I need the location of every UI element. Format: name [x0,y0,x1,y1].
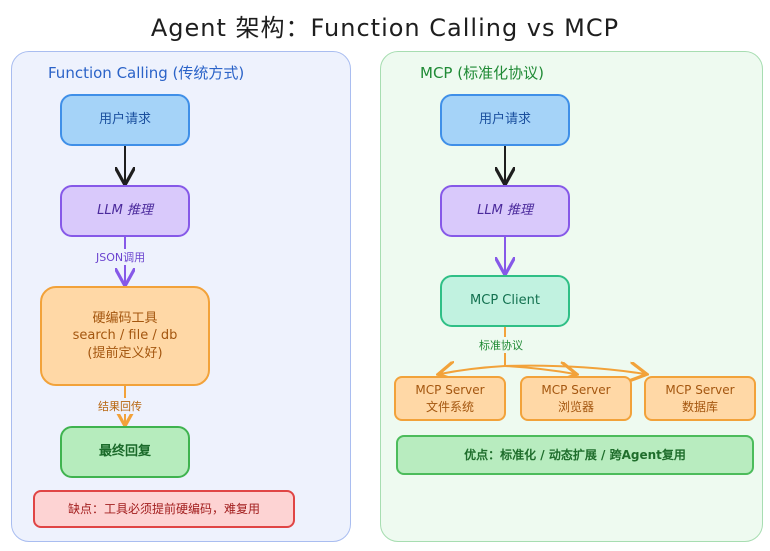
arrow-right-to-server-1 [440,366,506,374]
advantage-note: 优点：标准化 / 动态扩展 / 跨Agent复用 [396,435,754,475]
mcp-server-browser-node: MCP Server 浏览器 [520,376,632,421]
left-llm-node: LLM 推理 [60,185,190,237]
mcp-client-node: MCP Client [440,275,570,327]
mcp-client-label: MCP Client [470,293,540,309]
left-user-request-label: 用户请求 [98,112,151,128]
mcp-server-filesystem-name: MCP Server [415,383,485,398]
mcp-panel-title: MCP (标准化协议) [420,64,544,82]
advantage-label: 优点：标准化 / 动态扩展 / 跨Agent复用 [464,447,686,462]
left-user-request-node: 用户请求 [60,94,190,146]
left-llm-label: LLM 推理 [97,203,153,219]
hardcoded-tools-node: 硬编码工具 search / file / db (提前定义好) [40,286,210,386]
final-reply-node: 最终回复 [60,426,190,478]
right-user-request-node: 用户请求 [440,94,570,146]
right-llm-label: LLM 推理 [477,203,533,219]
drawback-note: 缺点：工具必须提前硬编码，难复用 [33,490,295,528]
mcp-server-database-desc: 数据库 [681,399,718,414]
result-return-label: 结果回传 [98,398,142,414]
function-calling-panel-title: Function Calling (传统方式) [48,64,245,82]
arrow-right-to-server-3 [504,366,645,374]
right-llm-node: LLM 推理 [440,185,570,237]
hardcoded-tools-line2: search / file / db [72,328,178,344]
mcp-server-browser-name: MCP Server [541,383,611,398]
final-reply-label: 最终回复 [98,444,151,460]
mcp-server-database-name: MCP Server [665,383,735,398]
diagram-title: Agent 架构：Function Calling vs MCP [150,14,620,42]
mcp-server-database-node: MCP Server 数据库 [644,376,756,421]
drawback-label: 缺点：工具必须提前硬编码，难复用 [67,501,260,516]
json-call-label: JSON调用 [96,249,146,265]
mcp-server-filesystem-node: MCP Server 文件系统 [394,376,506,421]
hardcoded-tools-line1: 硬编码工具 [92,310,158,326]
hardcoded-tools-line3: (提前定义好) [87,345,163,361]
mcp-server-filesystem-desc: 文件系统 [425,399,474,414]
mcp-server-browser-desc: 浏览器 [557,399,594,414]
right-user-request-label: 用户请求 [478,112,531,128]
standard-protocol-label: 标准协议 [479,337,523,353]
